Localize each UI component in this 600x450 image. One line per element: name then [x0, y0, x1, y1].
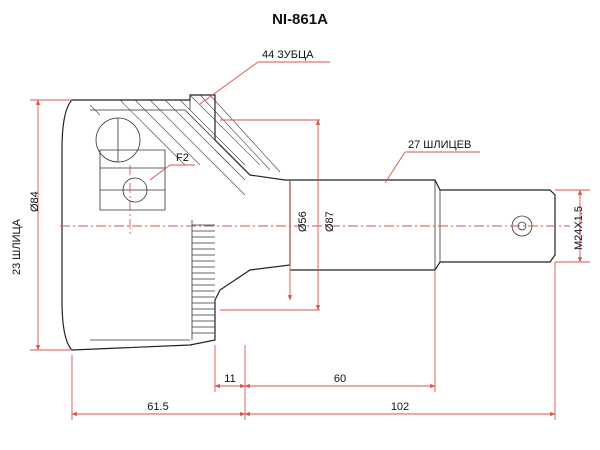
dim-61-5: 61.5 — [147, 401, 168, 413]
teeth-label: 44 ЗУБЦА — [262, 49, 314, 61]
inner-diameter-dimensions: Ø56 Ø87 — [220, 119, 336, 311]
leaders: 44 ЗУБЦА 27 ШЛИЦЕВ F2 — [149, 49, 480, 184]
f2-label: F2 — [176, 152, 189, 164]
inner-diameter-label: Ø84 — [29, 191, 41, 212]
dim-102: 102 — [391, 401, 409, 413]
section-hatching — [89, 94, 281, 196]
thread-label: M24X1.5 — [573, 206, 585, 250]
housing-outline — [61, 94, 291, 351]
bottom-dimensions: 11 60 61.5 102 — [71, 262, 556, 420]
thread-dimension: M24X1.5 — [555, 189, 590, 263]
d87-label: Ø87 — [324, 211, 336, 232]
inner-splines-label: 23 ШЛИЦА — [11, 218, 23, 275]
dim-11: 11 — [224, 373, 235, 385]
d56-label: Ø56 — [297, 211, 309, 232]
part-number-title: NI-861A — [272, 11, 328, 28]
dim-60: 60 — [334, 373, 346, 385]
abs-ring — [191, 220, 215, 340]
outer-splines-label: 27 ШЛИЦЕВ — [408, 139, 471, 151]
left-dimensions: 23 ШЛИЦА Ø84 — [11, 99, 72, 351]
